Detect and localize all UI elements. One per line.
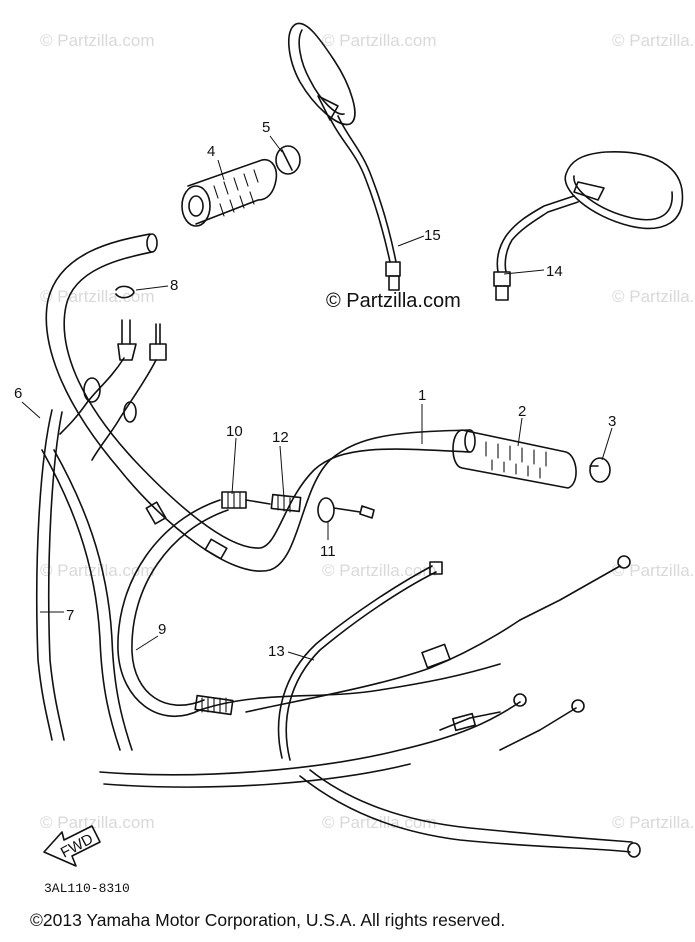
callout-15: 15 (424, 227, 441, 244)
callout-6: 6 (14, 385, 22, 402)
callout-11: 11 (320, 543, 336, 560)
watermark-text: © Partzilla.com (40, 561, 155, 580)
watermark-text: © Partzilla.com (612, 561, 695, 580)
small-cable-end-left (117, 319, 167, 361)
watermark-text: © Partzilla.com (40, 287, 155, 306)
callout-10: 10 (226, 423, 243, 440)
watermark-text: © Partzilla.com (612, 287, 695, 306)
callout-2: 2 (518, 403, 526, 420)
right-grip (452, 429, 577, 489)
callout-14: 14 (546, 263, 563, 280)
callout-13: 13 (268, 643, 285, 660)
callout-12: 12 (272, 429, 289, 446)
fwd-label: FWD (58, 830, 96, 861)
lower-cables (99, 693, 641, 858)
watermark-layer: © Partzilla.com © Partzilla.com © Partzi… (40, 31, 695, 832)
watermark-text: © Partzilla.com (40, 813, 155, 832)
cable-clamp (115, 285, 135, 299)
throttle-cable (117, 499, 501, 718)
left-cable-7 (41, 449, 133, 751)
copyright-notice: ©2013 Yamaha Motor Corporation, U.S.A. A… (30, 910, 506, 930)
right-mirror (493, 151, 684, 301)
callout-8: 8 (170, 277, 178, 294)
adjuster-nut (270, 493, 302, 513)
callout-7: 7 (66, 607, 74, 624)
left-grip (181, 158, 278, 227)
clutch-cable (245, 555, 631, 761)
leader-lines (21, 135, 613, 661)
cable-adjuster (221, 491, 271, 509)
watermark-text: © Partzilla.com (322, 813, 437, 832)
left-cable-6 (35, 409, 65, 741)
upper-left-cables (59, 357, 157, 461)
right-grip-end-cap (589, 457, 611, 483)
watermark-text: © Partzilla.com (612, 31, 695, 50)
forward-arrow-icon: FWD (43, 825, 101, 867)
watermark-text: © Partzilla.com (40, 31, 155, 50)
part-code: 3AL110-8310 (44, 881, 130, 896)
handlebar (45, 233, 476, 572)
callout-1: 1 (418, 387, 426, 404)
callout-9: 9 (158, 621, 166, 638)
callout-labels: 1 2 3 4 5 6 7 8 9 10 11 12 13 14 15 (14, 119, 616, 660)
left-grip-end-cap (275, 145, 301, 175)
callout-4: 4 (207, 143, 215, 160)
callout-3: 3 (608, 413, 616, 430)
screw-washer (317, 497, 375, 523)
watermark-text: © Partzilla.com (322, 31, 437, 50)
watermark-main: © Partzilla.com (326, 290, 461, 312)
callout-5: 5 (262, 119, 270, 136)
watermark-text: © Partzilla.com (612, 813, 695, 832)
watermark-text: © Partzilla.com (322, 561, 437, 580)
left-mirror (287, 22, 401, 291)
